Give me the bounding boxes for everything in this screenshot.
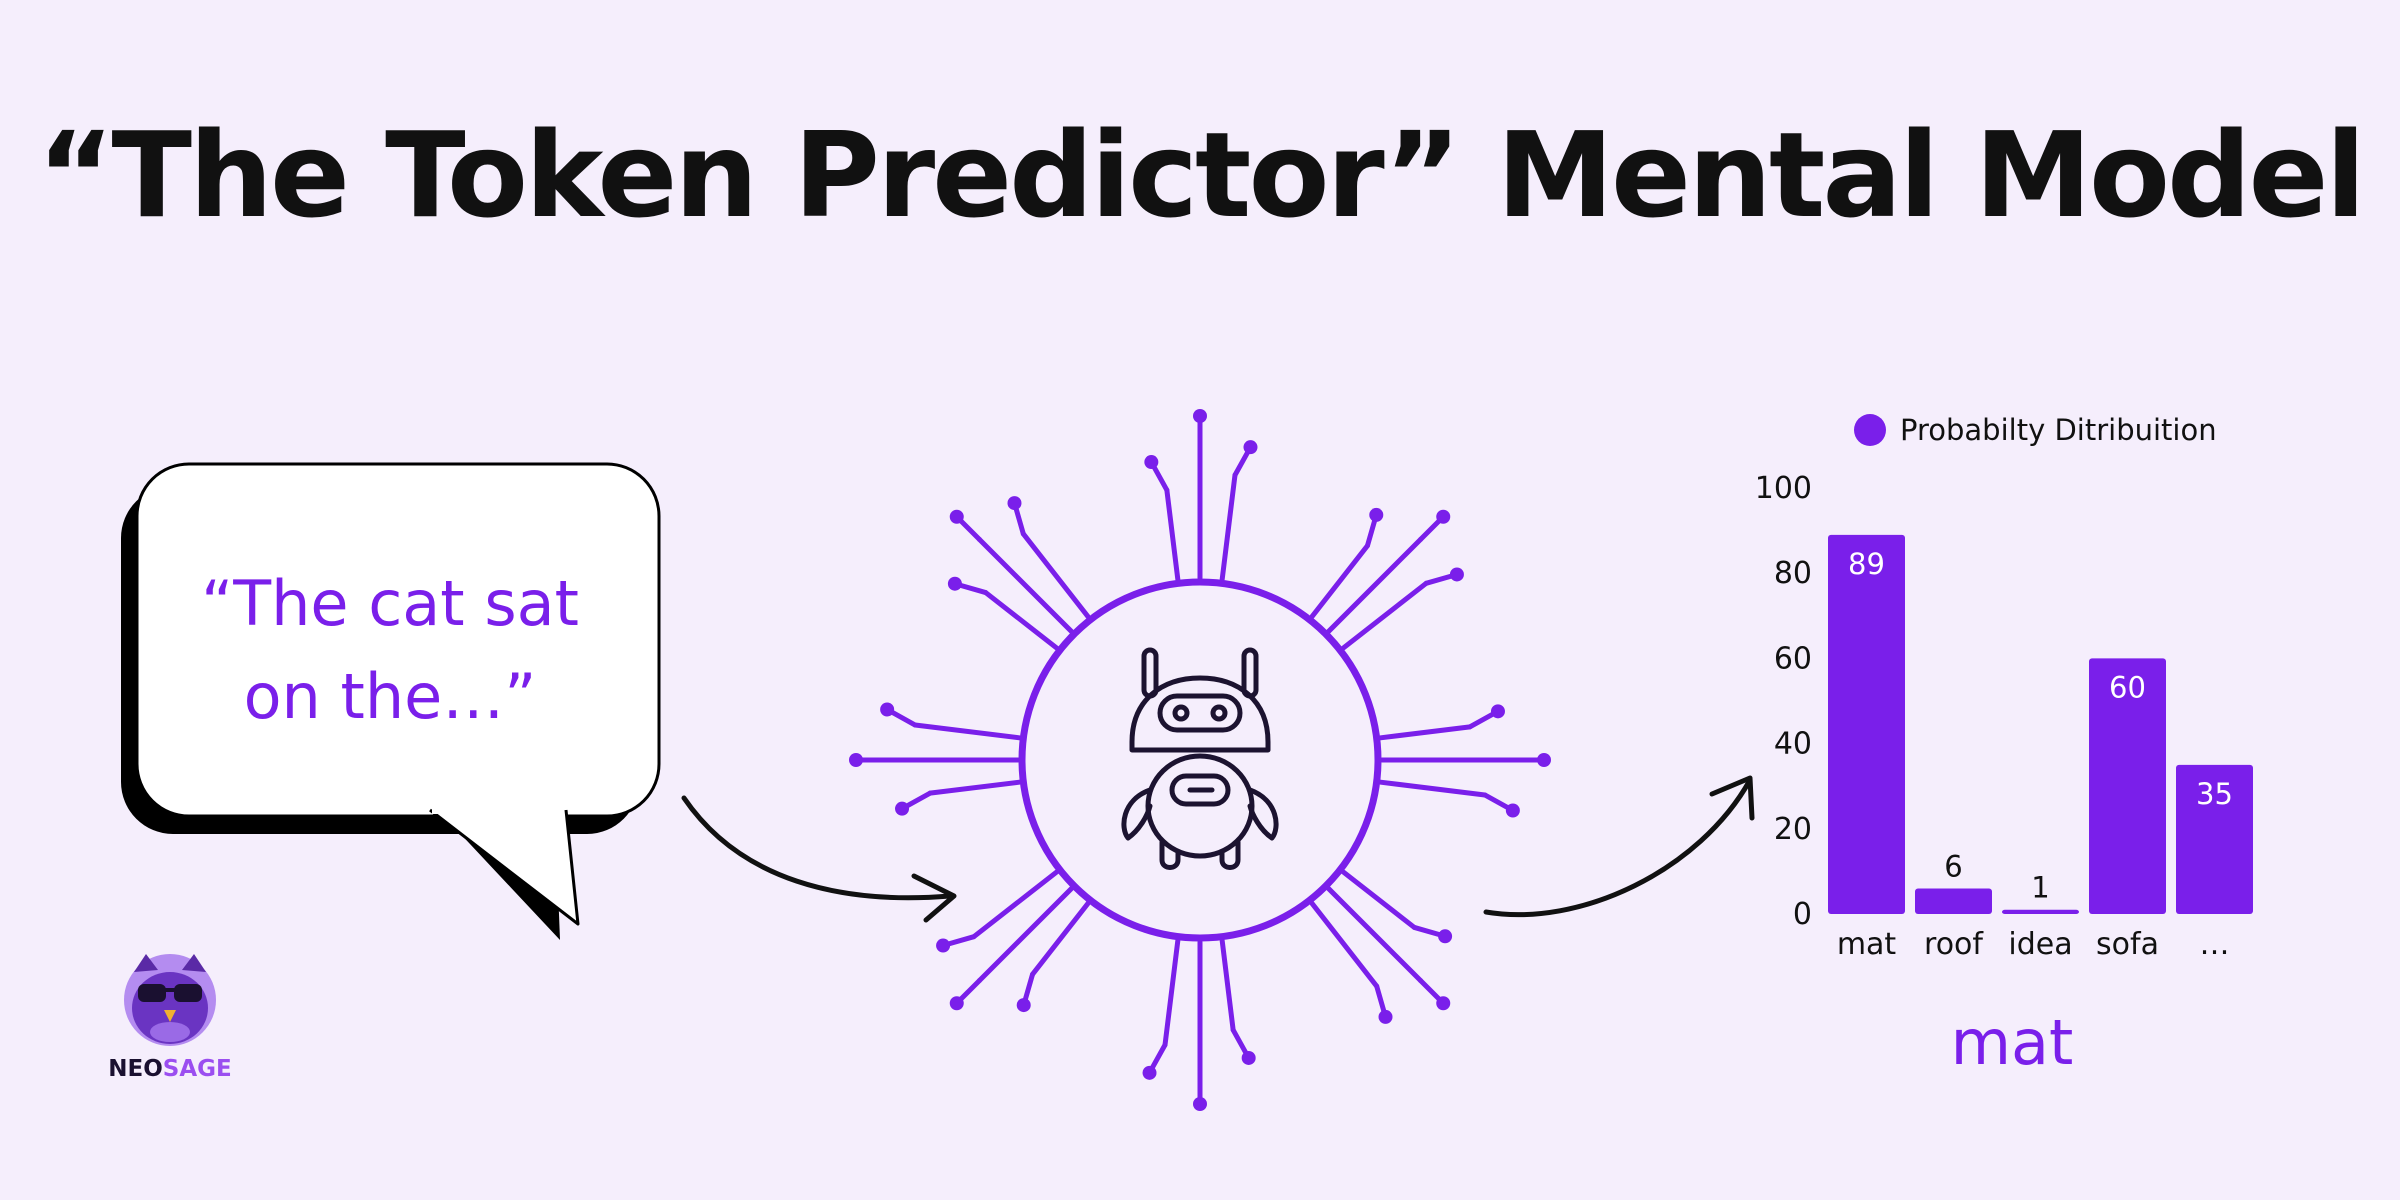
bar-1 [1915, 888, 1992, 914]
probability-chart: Probabilty Ditribuition 0 20 40 60 80 100 89 6… [1755, 413, 2253, 962]
legend-marker [1854, 414, 1886, 446]
owl-logo-icon [124, 954, 216, 1046]
bar-value-label: 1 [2031, 871, 2049, 905]
circuit-trace [1378, 779, 1488, 798]
circuit-trace [1326, 536, 1424, 634]
circuit-node [1505, 803, 1520, 818]
circuit-trace [1219, 938, 1236, 1033]
legend-label: Probabilty Ditribuition [1900, 413, 2217, 447]
circuit-node [1436, 996, 1451, 1011]
circuit-node [1241, 1050, 1256, 1065]
y-tick-label: 100 [1755, 471, 1812, 506]
circuit-node [1144, 455, 1159, 470]
model-node [849, 409, 1551, 1111]
circuit-trace [912, 722, 1022, 741]
circuit-node [1369, 507, 1384, 522]
circuit-node [1142, 1065, 1157, 1080]
circuit-trace [976, 536, 1074, 634]
circuit-node [1016, 998, 1031, 1013]
prompt-text-line2: on the…” [244, 660, 537, 733]
circuit-node [1436, 509, 1451, 524]
page-title: “The Token Predictor” Mental Model [37, 106, 2366, 244]
curved-arrow-icon [681, 795, 957, 923]
y-tick-label: 0 [1793, 897, 1812, 932]
circuit-node [1537, 753, 1551, 767]
y-tick-label: 40 [1774, 727, 1812, 762]
bar-value-label: 6 [1944, 849, 1962, 883]
prompt-bubble-body [135, 462, 661, 818]
circuit-node [949, 996, 964, 1011]
circuit-node [1438, 929, 1453, 944]
circuit-node [880, 702, 895, 717]
bar-4 [2176, 764, 2253, 914]
circuit-trace [1378, 724, 1473, 741]
circuit-node [1490, 704, 1505, 719]
bars: 89 6 1 60 35 [1828, 534, 2253, 914]
circuit-trace [927, 779, 1022, 796]
circuit-node [1007, 496, 1022, 511]
y-tick-label: 80 [1774, 556, 1812, 591]
x-tick-label: idea [2008, 927, 2072, 962]
circuit-node [849, 753, 863, 767]
x-tick-label: roof [1924, 927, 1984, 962]
circuit-node [1378, 1009, 1393, 1024]
circuit-trace [1219, 472, 1238, 582]
circuit-node [936, 938, 951, 953]
circuit-trace [1309, 900, 1380, 989]
brand-logo: NEOSAGE [108, 954, 232, 1082]
circuit-trace [983, 590, 1060, 651]
circuit-trace [1309, 543, 1370, 620]
bar-3 [2089, 658, 2166, 914]
prompt-bubble-tail [429, 808, 580, 926]
y-axis-ticks: 0 20 40 60 80 100 [1755, 471, 1812, 932]
brand-name-part2: SAGE [163, 1056, 232, 1082]
circuit-node [1193, 1097, 1207, 1111]
circuit-trace [1162, 938, 1181, 1048]
bar-value-label: 60 [2109, 670, 2146, 704]
x-tick-label: … [2200, 927, 2230, 962]
circuit-node [947, 576, 962, 591]
circuit-trace [976, 886, 1074, 984]
bar-value-label: 35 [2196, 777, 2233, 811]
bar-value-label: 89 [1848, 547, 1885, 581]
circuit-trace [1164, 487, 1181, 582]
prompt-bubble: “The cat sat on the…” [121, 462, 661, 940]
circuit-trace [971, 869, 1060, 940]
bar-2 [2002, 909, 2079, 914]
brand-name-part1: NEO [108, 1056, 163, 1082]
circuit-node [895, 801, 910, 816]
robot-icon [1121, 647, 1279, 870]
circuit-trace [1340, 869, 1417, 930]
circuit-node [1243, 440, 1258, 455]
x-tick-label: sofa [2096, 927, 2159, 962]
circuit-node [1193, 409, 1207, 423]
y-tick-label: 60 [1774, 641, 1812, 676]
circuit-node [949, 509, 964, 524]
circuit-trace [1326, 886, 1424, 984]
predicted-token: mat [1951, 1006, 2074, 1079]
bar-0 [1828, 534, 1905, 914]
circuit-trace [1030, 900, 1091, 977]
curved-arrow-icon [1483, 775, 1755, 918]
brand-name: NEOSAGE [108, 1056, 231, 1082]
prompt-text-line1: “The cat sat [201, 567, 579, 640]
circuit-trace [1340, 580, 1429, 651]
model-ring [1018, 578, 1382, 942]
circuit-trace [1020, 531, 1091, 620]
x-tick-label: mat [1837, 927, 1897, 962]
y-tick-label: 20 [1774, 812, 1812, 847]
circuit-traces [849, 409, 1551, 1111]
circuit-node [1449, 567, 1464, 582]
